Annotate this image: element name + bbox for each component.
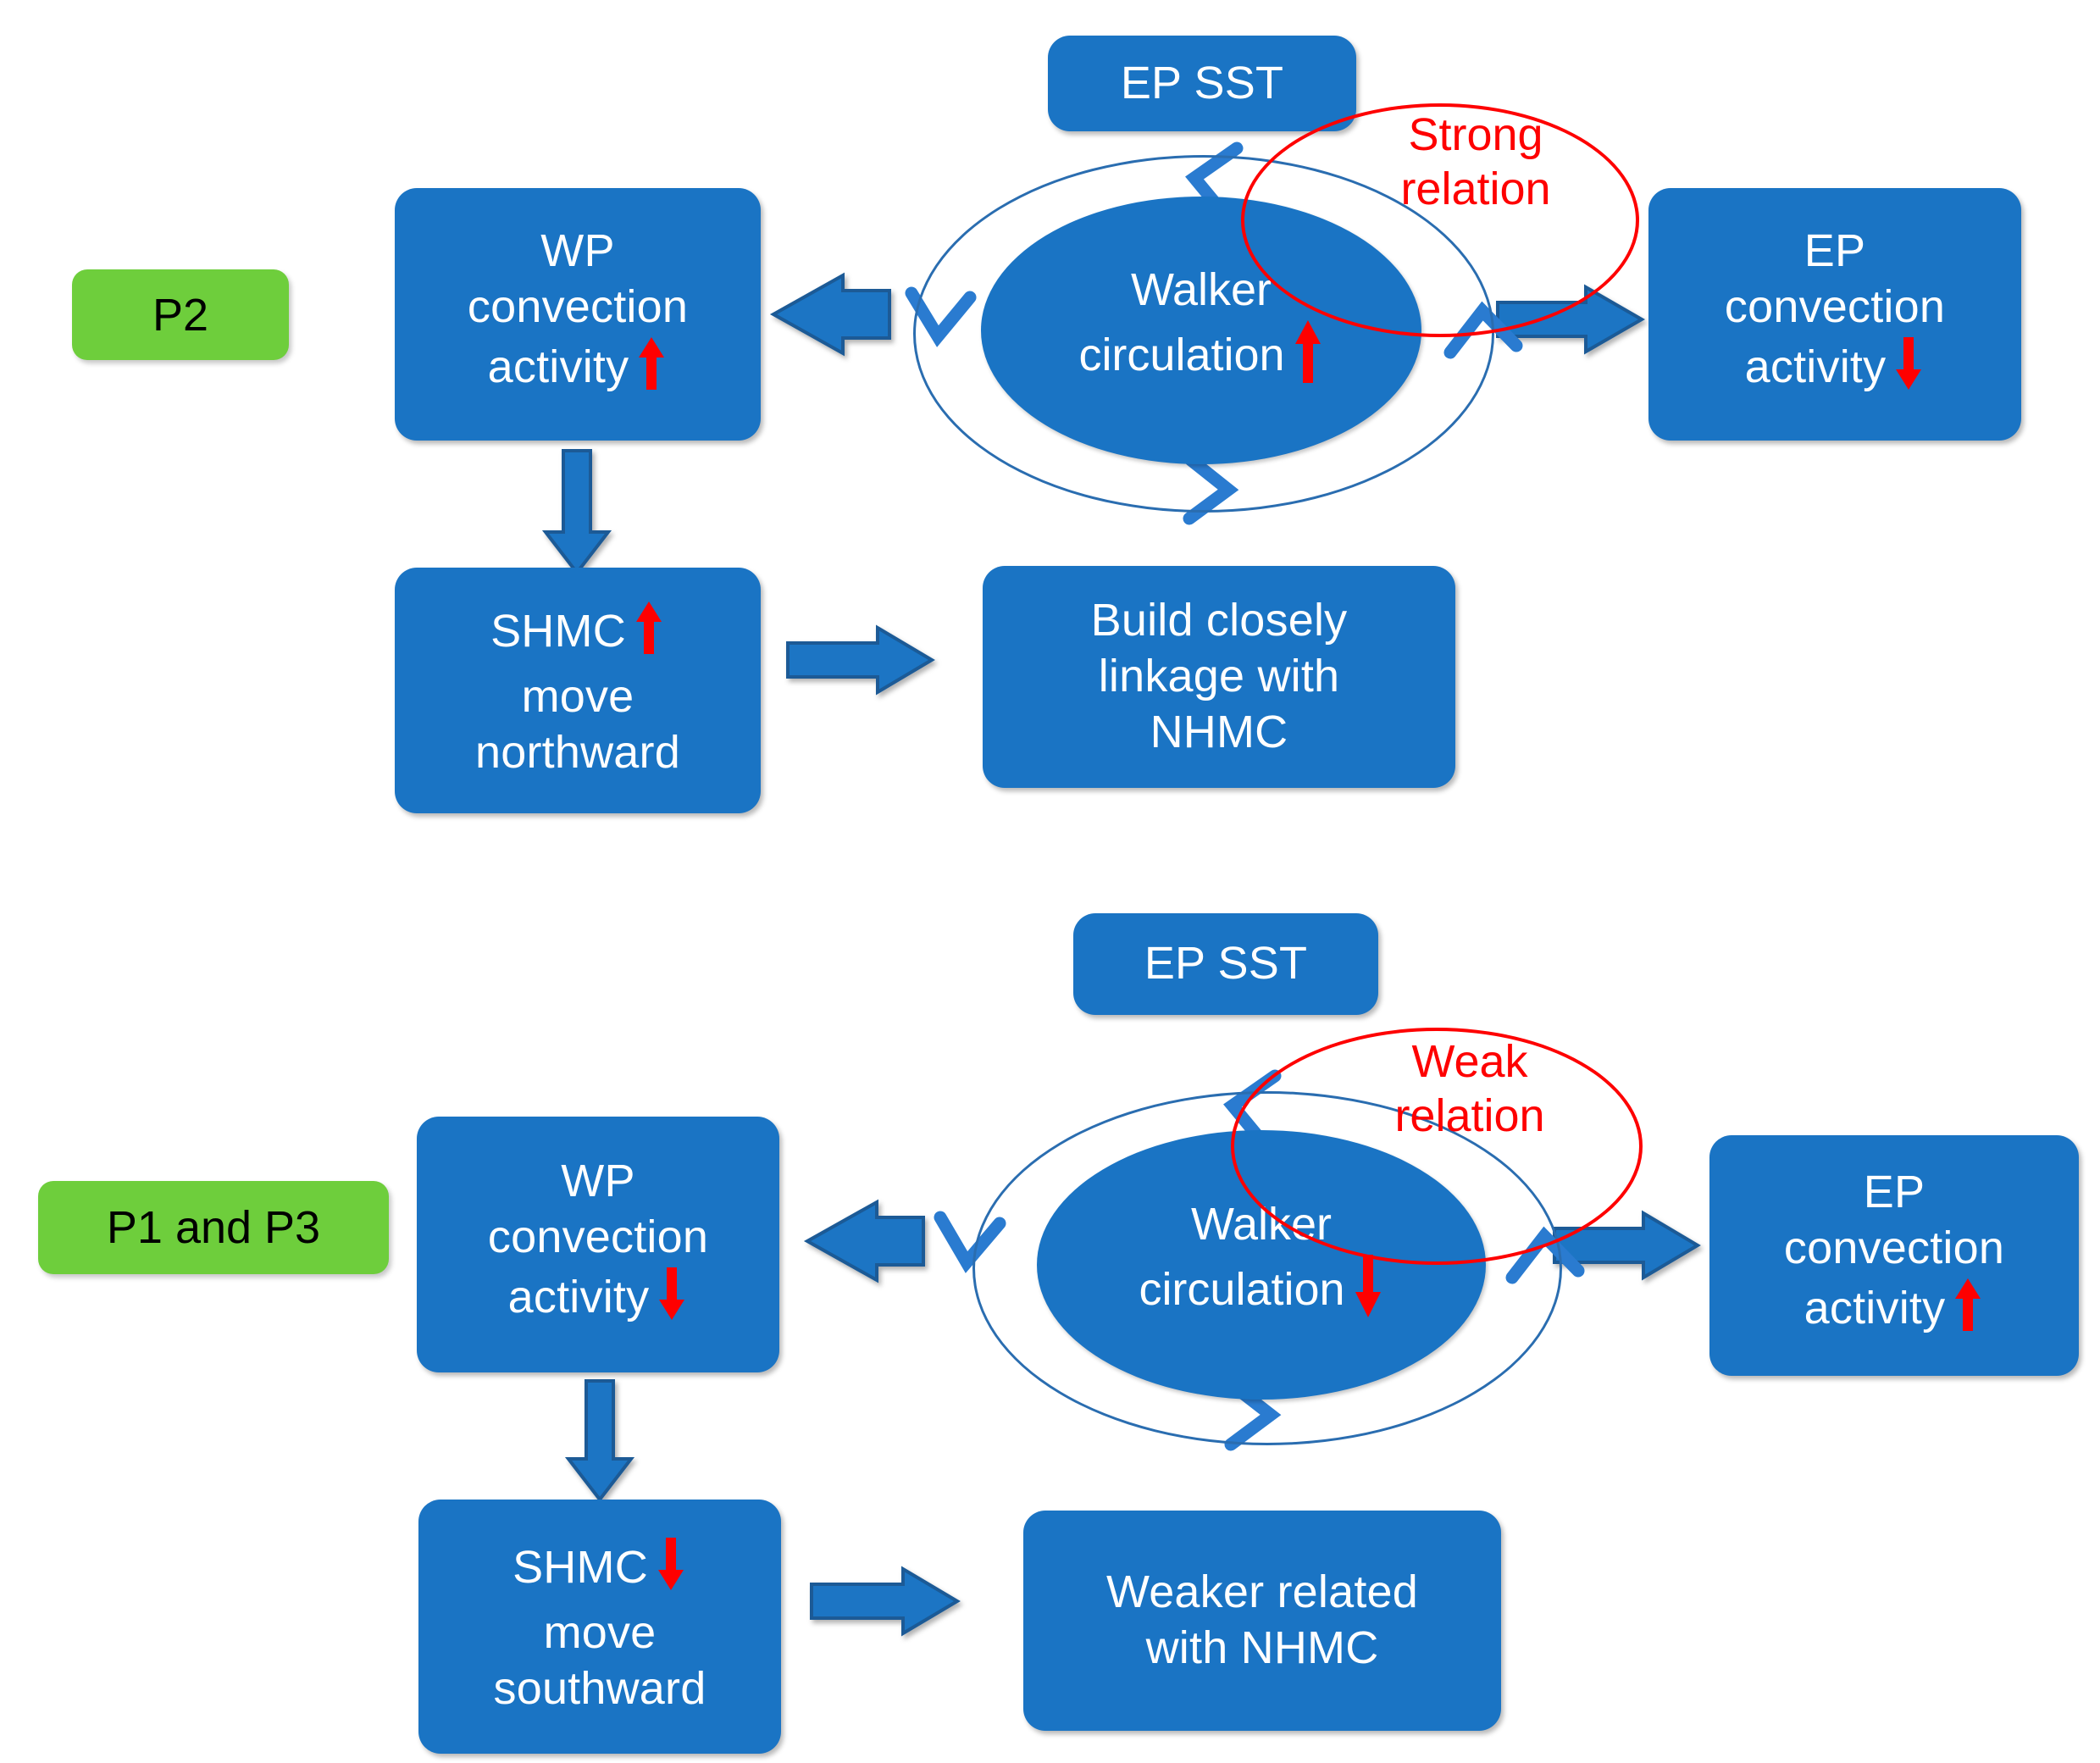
node-wp-convection-bottom-text: WP convection activity [417,1154,779,1335]
arrow-wp-to-shmc-top [541,449,612,576]
arrow-walker-to-wp-top [769,272,891,357]
node-wp-convection-top: WP convection activity [395,188,761,441]
node-ep-convection-top: EP convection activity [1648,188,2021,441]
node-shmc-bottom: SHMC move southward [418,1500,781,1754]
wp-line3-top: activity [487,341,629,393]
node-ep-convection-bottom-text: EP convection activity [1709,1165,2079,1346]
node-outcome-top: Build closely linkage with NHMC [983,566,1455,788]
wp-line2-top: convection [467,281,689,333]
node-ep-sst-top: EP SST [1048,36,1356,131]
walker-line2-bottom: circulation [1139,1264,1345,1316]
ep-line3-top: activity [1744,341,1887,393]
wp-line2-bottom: convection [487,1211,709,1263]
relation-label-bottom: Weak relation [1394,1036,1545,1141]
panel-tag-label-2: P1 and P3 [106,1202,321,1253]
down-arrow-icon [1894,335,1923,405]
node-walker-circulation-top-text: Walker circulation [1078,263,1323,398]
node-ep-sst-top-label: EP SST [1120,57,1284,108]
relation-ring-top [1241,103,1639,337]
shmc-line2-top: move [521,671,634,723]
shmc-line1-top: SHMC [490,606,626,657]
relation-label-top: Strong relation [1400,109,1551,214]
ep-line1-bottom: EP [1863,1167,1925,1218]
node-outcome-bottom-text: Weaker related with NHMC [1023,1565,1501,1677]
arrow-wp-to-shmc-bottom [564,1379,635,1503]
walker-line1-top: Walker [1130,264,1272,316]
ep-line2-bottom: convection [1783,1222,2005,1274]
wp-line1-bottom: WP [561,1156,635,1207]
ep-line2-top: convection [1724,281,1946,333]
wp-line1-top: WP [540,225,615,277]
circulation-loop-outline-top [913,155,1494,513]
node-ep-convection-bottom: EP convection activity [1709,1135,2079,1376]
outcome-line2-bottom: with NHMC [1145,1622,1379,1673]
wp-line3-bottom: activity [507,1272,650,1323]
walker-line2-top: circulation [1078,330,1285,381]
node-wp-convection-bottom: WP convection activity [417,1117,779,1372]
ep-line1-top: EP [1804,225,1866,277]
shmc-line3-top: northward [475,726,680,778]
up-arrow-icon [637,335,666,405]
down-arrow-icon [657,1536,685,1605]
outcome-line2-top: linkage with [1098,651,1340,702]
outcome-line1-top: Build closely [1090,595,1348,646]
up-arrow-icon [634,600,663,669]
shmc-line1-bottom: SHMC [513,1542,648,1594]
panel-tag-p2: P2 [72,269,289,360]
node-ep-sst-bottom: EP SST [1073,913,1378,1015]
panel-tag-p1p3: P1 and P3 [38,1181,389,1274]
outcome-line3-top: NHMC [1150,706,1288,757]
shmc-line2-bottom: move [543,1607,657,1659]
down-arrow-icon [657,1266,686,1335]
node-outcome-top-text: Build closely linkage with NHMC [983,593,1455,761]
panel-tag-label: P2 [152,289,209,341]
node-ep-sst-bottom-label: EP SST [1144,938,1308,990]
relation-ring-bottom [1231,1028,1643,1265]
ep-line3-bottom: activity [1804,1283,1946,1334]
node-ep-convection-top-text: EP convection activity [1648,224,2021,405]
arrow-shmc-to-outcome-bottom [810,1566,961,1637]
outcome-line1-bottom: Weaker related [1106,1566,1418,1618]
up-arrow-icon [1294,319,1322,398]
shmc-line3-bottom: southward [493,1662,706,1714]
down-arrow-icon [1354,1253,1382,1333]
node-outcome-bottom: Weaker related with NHMC [1023,1511,1501,1731]
arrow-shmc-to-outcome-top [786,624,935,696]
node-shmc-bottom-text: SHMC move southward [418,1536,781,1717]
node-shmc-top: SHMC move northward [395,568,761,813]
arrow-walker-to-wp-bottom [803,1199,925,1283]
up-arrow-icon [1953,1277,1982,1346]
node-shmc-top-text: SHMC move northward [395,600,761,781]
node-wp-convection-top-text: WP convection activity [395,224,761,405]
